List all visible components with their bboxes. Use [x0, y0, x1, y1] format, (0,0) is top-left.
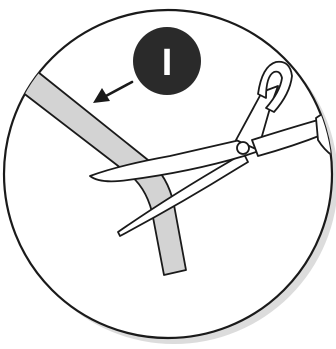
step-badge-label: I	[162, 42, 173, 84]
scissors-pivot	[237, 142, 249, 154]
step-badge: I	[133, 27, 201, 95]
